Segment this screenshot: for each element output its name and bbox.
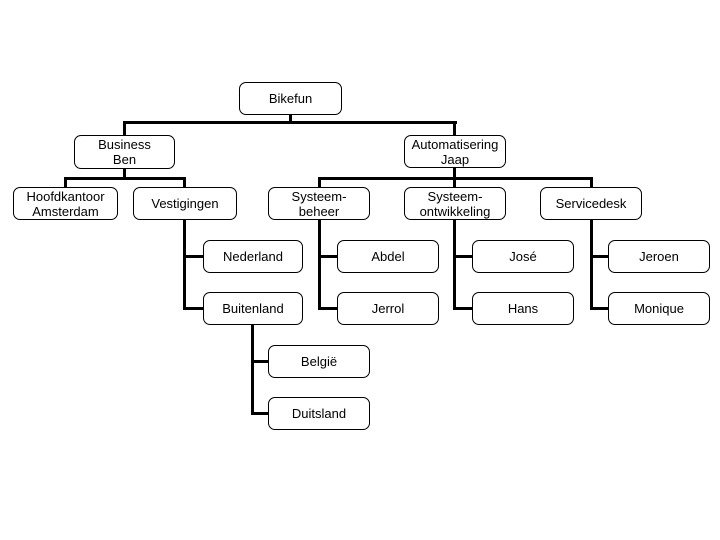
org-node-systeembeheer: Systeem- beheer [268, 187, 370, 220]
connector-segment [590, 177, 593, 188]
connector-segment [183, 307, 203, 310]
connector-segment [318, 307, 337, 310]
connector-segment [251, 412, 268, 415]
connector-segment [251, 325, 254, 415]
org-node-belgie: België [268, 345, 370, 378]
org-node-abdel: Abdel [337, 240, 439, 273]
connector-segment [590, 220, 593, 310]
connector-segment [318, 255, 337, 258]
connector-segment [183, 255, 203, 258]
connector-segment [453, 220, 456, 310]
connector-segment [289, 115, 292, 124]
connector-segment [123, 121, 457, 124]
connector-segment [453, 255, 472, 258]
org-node-servicedesk: Servicedesk [540, 187, 642, 220]
org-node-hoofdkantoor-amsterdam: Hoofdkantoor Amsterdam [13, 187, 118, 220]
connector-segment [64, 177, 186, 180]
org-node-automatisering-jaap: Automatisering Jaap [404, 135, 506, 168]
connector-segment [318, 177, 321, 188]
org-node-hans: Hans [472, 292, 574, 325]
connector-segment [590, 255, 608, 258]
org-node-business-ben: Business Ben [74, 135, 175, 169]
connector-segment [123, 121, 126, 136]
org-node-jose: José [472, 240, 574, 273]
org-node-duitsland: Duitsland [268, 397, 370, 430]
org-node-jerrol: Jerrol [337, 292, 439, 325]
org-node-systeemontwikkeling: Systeem- ontwikkeling [404, 187, 506, 220]
connector-segment [183, 177, 186, 188]
connector-segment [183, 220, 186, 310]
connector-segment [453, 307, 472, 310]
connector-segment [453, 121, 456, 136]
org-node-nederland: Nederland [203, 240, 303, 273]
org-node-bikefun: Bikefun [239, 82, 342, 115]
org-node-vestigingen: Vestigingen [133, 187, 237, 220]
org-node-monique: Monique [608, 292, 710, 325]
connector-segment [251, 360, 268, 363]
org-node-buitenland: Buitenland [203, 292, 303, 325]
connector-segment [453, 168, 456, 180]
connector-segment [64, 177, 67, 188]
connector-segment [590, 307, 608, 310]
connector-segment [453, 177, 456, 188]
connector-segment [123, 168, 126, 180]
org-node-jeroen: Jeroen [608, 240, 710, 273]
connector-segment [318, 220, 321, 310]
